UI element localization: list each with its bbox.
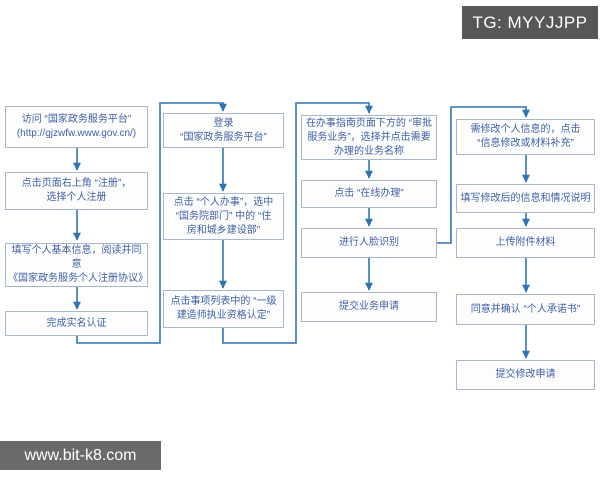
- website-watermark: www.bit-k8.com: [0, 441, 161, 470]
- flow-step-face-recognition: 进行人脸识别: [301, 228, 437, 258]
- flow-step-modify-info: 需修改个人信息的，点击 “信息修改或材料补充”: [456, 119, 595, 155]
- flow-step-upload-attachments: 上传附件材料: [456, 228, 595, 258]
- telegram-badge: TG: MYYJJPP: [462, 6, 598, 39]
- flow-step-fill-basic-info: 填写个人基本信息，阅读并同意 《国家政务服务个人注册协议》: [5, 243, 148, 287]
- flow-step-click-register: 点击页面右上角 “注册”， 选择个人注册: [5, 172, 148, 210]
- connector-col1-to-col2: [76, 102, 227, 344]
- flow-step-visit-platform: 访问 “国家政务服务平台” (http://gjzwfw.www.gov.cn/…: [5, 106, 148, 148]
- flow-step-online-handle: 点击 “在线办理”: [301, 180, 437, 208]
- flow-step-login-platform: 登录 “国家政务服务平台”: [163, 113, 284, 148]
- flow-step-confirm-commitment: 同意并确认 “个人承诺书”: [456, 294, 595, 325]
- flow-step-submit-business: 提交业务申请: [301, 292, 437, 322]
- flow-step-submit-modification: 提交修改申请: [456, 360, 595, 390]
- connector-col2-to-col3: [222, 102, 373, 344]
- flow-step-select-qualification: 点击事项列表中的 “一级 建造师执业资格认定”: [163, 290, 284, 328]
- flow-step-approval-service: 在办事指南页面下方的 “审批 服务业务”，选择并点击需要 办理的业务名称: [301, 115, 437, 160]
- flow-step-personal-affairs: 点击 “个人办事”，选中 “国务院部门” 中的 “住 房和城乡建设部”: [163, 193, 284, 240]
- flow-step-realname-auth: 完成实名认证: [5, 311, 148, 336]
- flow-step-fill-modified-info: 填写修改后的信息和情况说明: [456, 184, 595, 213]
- connector-col3-to-col4: [437, 106, 530, 244]
